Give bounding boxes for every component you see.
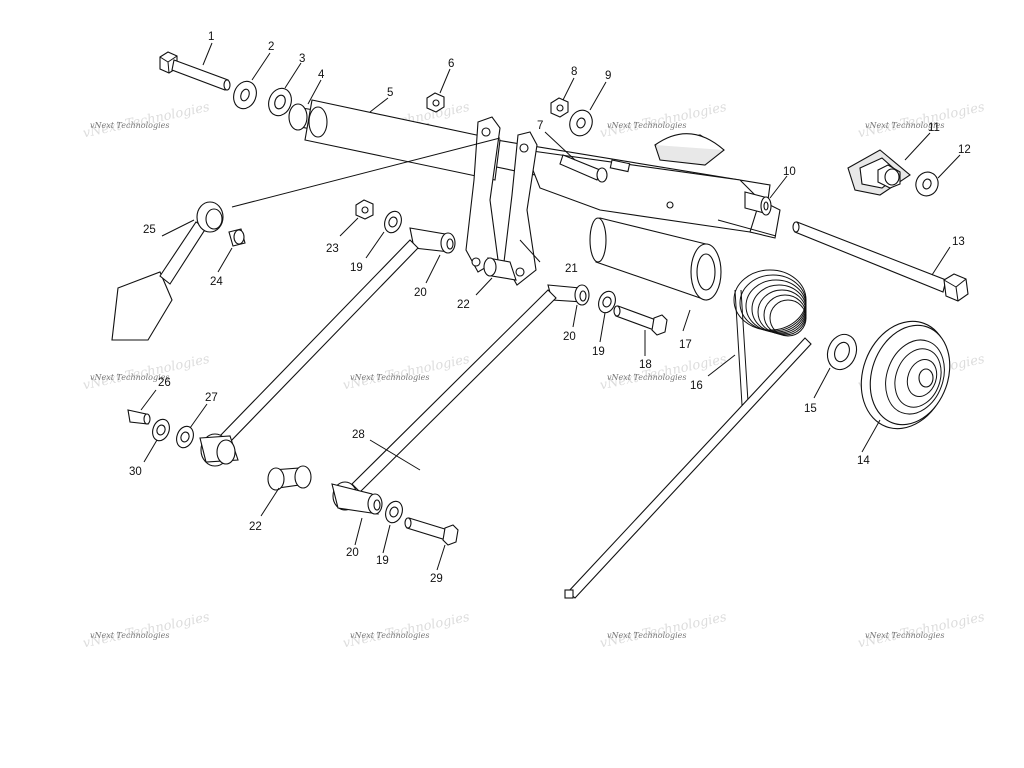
callout-4: 4 [318, 69, 325, 81]
callout-24: 24 [210, 276, 223, 288]
washer-2 [233, 80, 257, 110]
callout-3: 3 [299, 53, 305, 65]
bushing-24 [228, 228, 246, 247]
link-arm-right [331, 289, 557, 515]
callout-26: 26 [158, 377, 171, 389]
callout-9: 9 [605, 70, 611, 82]
callout-8: 8 [571, 66, 577, 78]
callout-20-mid: 20 [563, 331, 576, 343]
watermark: vNext Technologies [865, 631, 944, 640]
watermark: vNext Technologies [350, 631, 429, 640]
washer-19-top [384, 210, 402, 234]
bolt-29 [404, 517, 459, 546]
tube-17 [589, 217, 722, 301]
shock-25 [111, 201, 224, 341]
bracket-21 [465, 116, 538, 286]
nut-6 [426, 92, 445, 113]
callout-30: 30 [129, 466, 142, 478]
callout-11: 11 [928, 122, 940, 134]
callout-28: 28 [352, 429, 365, 441]
washer-15 [826, 333, 858, 371]
washer-3 [268, 87, 292, 117]
callout-19-bottom: 19 [376, 555, 389, 567]
callout-27: 27 [205, 392, 218, 404]
washer-9 [569, 109, 593, 137]
callout-23: 23 [326, 243, 339, 255]
watermark: vNext Technologies [607, 631, 686, 640]
callout-7: 7 [537, 120, 543, 132]
callout-20-bottom: 20 [346, 547, 359, 559]
callout-16: 16 [690, 380, 703, 392]
idler-wheel-14 [860, 320, 951, 430]
bushing-22-bottom [267, 465, 312, 491]
callout-25: 25 [143, 224, 156, 236]
callout-18: 18 [639, 359, 652, 371]
callout-2: 2 [268, 41, 274, 53]
callout-21: 21 [565, 263, 578, 275]
washer-27 [176, 425, 194, 449]
callout-6: 6 [448, 58, 454, 70]
callout-1: 1 [208, 31, 214, 43]
callout-13: 13 [952, 236, 965, 248]
watermark: vNext Technologies [865, 121, 944, 130]
torsion-spring-16 [564, 269, 812, 599]
callout-labels: 1 2 3 4 5 6 7 8 9 10 11 12 13 14 15 16 1… [129, 31, 971, 585]
watermarks: vNext Technologies vNext Technologies vNe… [82, 100, 987, 652]
callout-15: 15 [804, 403, 817, 415]
shaft-end-10 [744, 191, 772, 216]
callout-leaders [140, 42, 961, 571]
nut-8 [550, 97, 569, 118]
watermark: vNext Technologies [90, 373, 169, 382]
callout-5: 5 [387, 87, 393, 99]
watermark: vNext Technologies [607, 121, 686, 130]
washer-12 [915, 171, 939, 197]
watermark: vNext Technologies [90, 631, 169, 640]
callout-22-bottom: 22 [249, 521, 262, 533]
callout-29: 29 [430, 573, 443, 585]
washer-30 [152, 418, 170, 442]
watermark: vNext Technologies [90, 121, 169, 130]
callout-17: 17 [679, 339, 692, 351]
nut-23 [355, 199, 374, 220]
washer-19-bottom [385, 500, 403, 524]
watermark: vNext Technologies [607, 373, 686, 382]
pin-7 [559, 154, 608, 183]
callout-22-top: 22 [457, 299, 470, 311]
bearing-block-11 [847, 149, 911, 196]
bushing-20-top [409, 227, 456, 254]
washer-19-mid [598, 290, 616, 314]
callout-19-top: 19 [350, 262, 363, 274]
parts [111, 51, 969, 599]
callout-14: 14 [857, 455, 870, 467]
bolt-18 [613, 305, 668, 336]
callout-10: 10 [783, 166, 796, 178]
watermark: vNext Technologies [350, 373, 429, 382]
bushing-20-mid [547, 284, 590, 306]
link-arm-left [199, 239, 419, 467]
callout-19-mid: 19 [592, 346, 605, 358]
callout-20-top: 20 [414, 287, 427, 299]
pin-26 [127, 409, 151, 425]
bolt-1 [159, 51, 231, 91]
callout-12: 12 [958, 144, 971, 156]
bushing-22-top [483, 257, 517, 281]
bolt-13 [792, 221, 969, 302]
